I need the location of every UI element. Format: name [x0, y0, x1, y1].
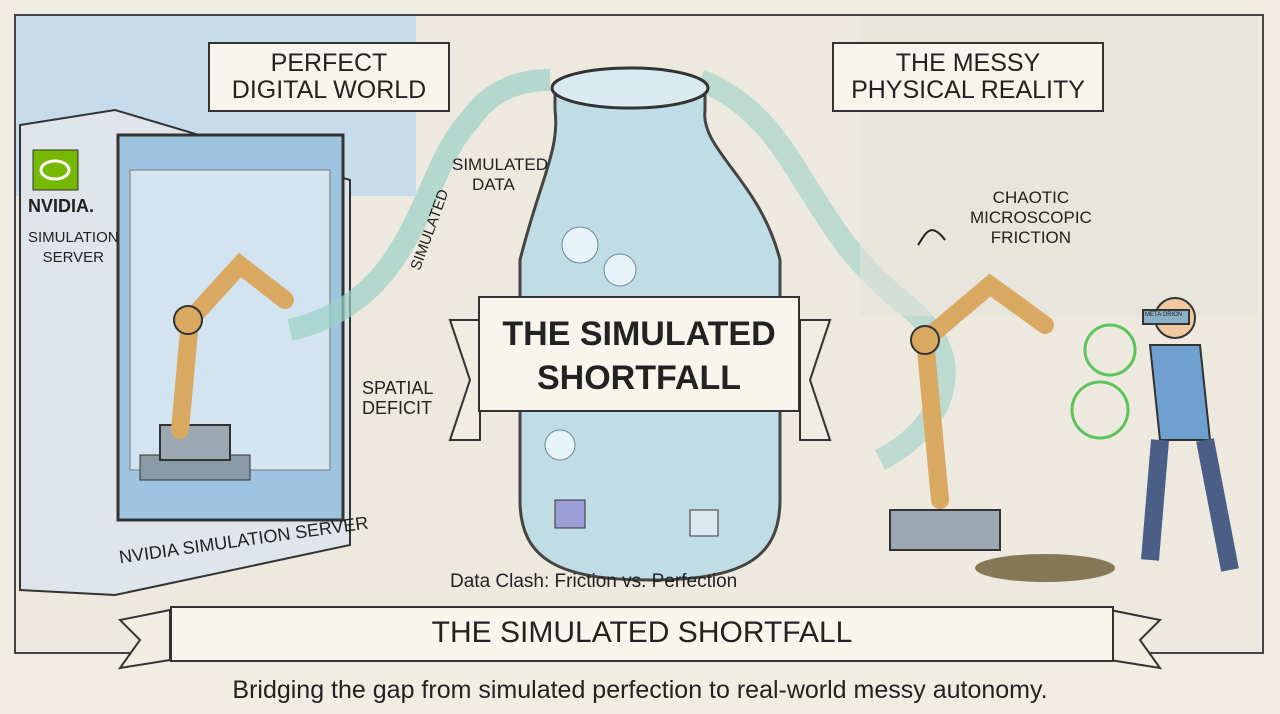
chaotic-friction-text: CHAOTIC MICROSCOPIC FRICTION — [970, 188, 1092, 248]
bottom-banner: THE SIMULATED SHORTFALL — [170, 606, 1114, 662]
text-line: SERVER — [42, 249, 104, 266]
arrow-icon — [917, 229, 946, 246]
data-clash-text: Data Clash: Friction vs. Perfection — [450, 571, 738, 592]
bottom-banner-tail-left — [117, 608, 171, 670]
text-line: SPATIAL — [362, 378, 434, 398]
text-line: DEFICIT — [362, 398, 432, 418]
physical-reality-label: THE MESSY PHYSICAL REALITY — [832, 42, 1104, 112]
bottom-banner-tail-right — [1109, 608, 1163, 670]
banner-tail-left — [448, 319, 481, 441]
text-line: SIMULATED — [452, 155, 549, 174]
banner-line: THE SIMULATED — [502, 315, 776, 353]
simulated-data-text: SIMULATED DATA — [452, 155, 548, 195]
digital-world-label: PERFECT DIGITAL WORLD — [208, 42, 450, 112]
label-line: THE MESSY — [895, 49, 1041, 77]
label-line: DIGITAL WORLD — [231, 76, 427, 104]
spatial-deficit-text: SPATIAL DEFICIT — [362, 378, 433, 418]
text-line: FRICTION — [990, 228, 1072, 247]
text-line: MICROSCOPIC — [970, 208, 1092, 227]
banner-line: SHORTFALL — [537, 359, 741, 397]
server-brand: NVIDIA. — [28, 196, 95, 216]
technician-figure — [1141, 297, 1239, 572]
text-line: DATA — [472, 175, 515, 194]
center-banner: THE SIMULATED SHORTFALL — [478, 296, 800, 412]
text-line: SIMULATION — [28, 229, 119, 246]
label-line: PERFECT — [270, 49, 388, 77]
goggles-text: META ORION — [1145, 312, 1183, 318]
oil-spill — [975, 554, 1115, 582]
data-stream-left — [287, 69, 551, 341]
banner-tail-right — [799, 319, 832, 441]
robot-arm-left — [159, 252, 294, 461]
caption: Bridging the gap from simulated perfecti… — [232, 676, 1048, 704]
nvidia-logo-icon — [32, 149, 79, 191]
text-line: CHAOTIC — [992, 188, 1070, 207]
robot-arm-right — [889, 273, 1054, 551]
server-side-text: SIMULATION SERVER — [28, 228, 119, 268]
friction-rings — [1070, 323, 1137, 440]
label-line: PHYSICAL REALITY — [851, 76, 1085, 104]
